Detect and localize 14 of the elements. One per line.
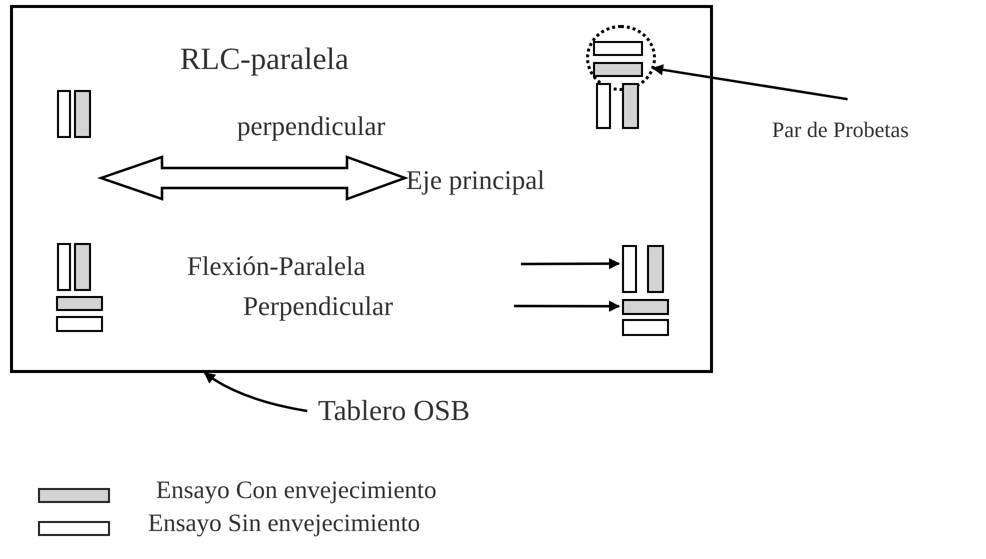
specimen-pair-icon [622, 299, 669, 337]
text-label: Flexión-Paralela [187, 252, 366, 282]
arrow [652, 64, 848, 100]
text-label: Eje principal [406, 166, 545, 196]
legend-label: Ensayo Con envejecimiento [156, 477, 436, 504]
text-label: RLC-paralela [180, 42, 349, 76]
panel-board [10, 5, 713, 373]
text-label: Perpendicular [243, 292, 393, 322]
arrow [204, 372, 308, 412]
arrow [514, 300, 620, 312]
legend-label: Ensayo Sin envejecimiento [148, 510, 420, 538]
specimen-pair-icon [622, 245, 665, 293]
arrow [521, 258, 620, 270]
text-label: perpendicular [237, 112, 386, 142]
